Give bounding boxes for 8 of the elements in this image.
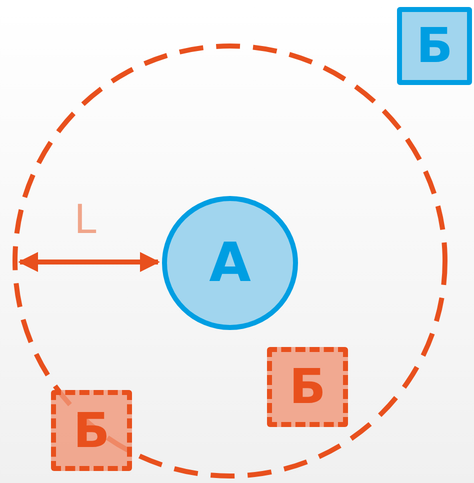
node-letter: Б <box>73 406 110 454</box>
node-letter: Б <box>416 22 453 70</box>
dimension-label: L <box>74 200 96 240</box>
node-letter: А <box>209 236 251 290</box>
dashed-square-node <box>51 390 132 471</box>
node-letter: Б <box>289 363 326 411</box>
square-node <box>397 7 472 85</box>
dashed-square-node <box>267 347 348 427</box>
